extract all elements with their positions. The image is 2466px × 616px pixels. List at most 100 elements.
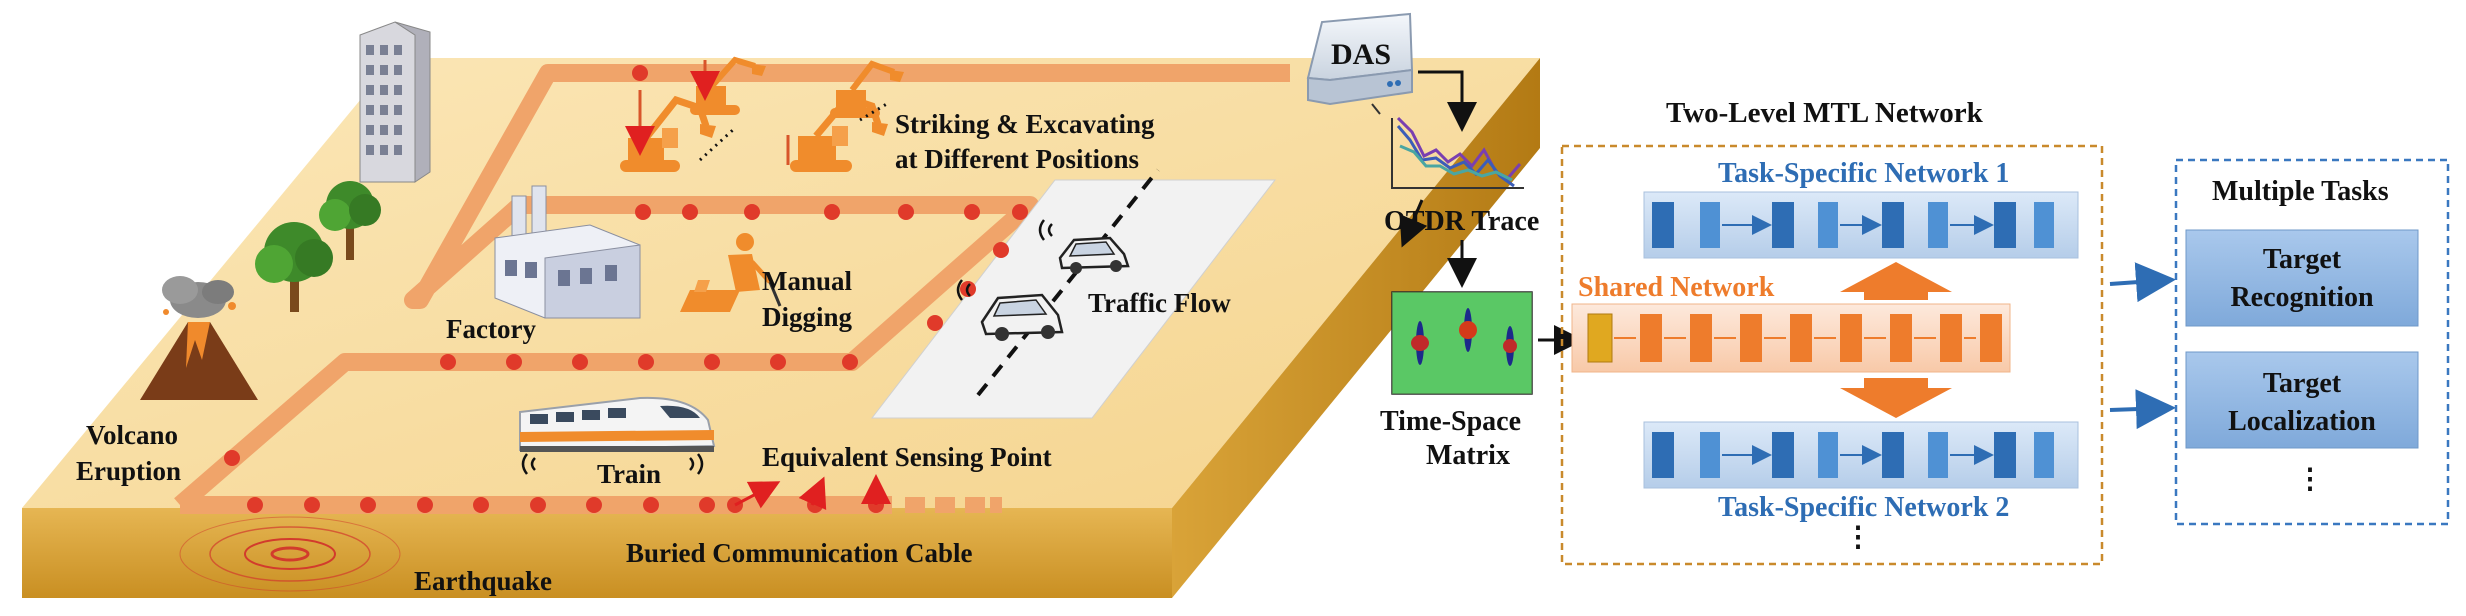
sensing-dot <box>304 497 320 513</box>
tasks-title: Multiple Tasks <box>2212 176 2389 207</box>
sensing-dot <box>506 354 522 370</box>
task2-title: Task-Specific Network 2 <box>1718 492 2009 523</box>
layer-dark <box>1652 202 1674 248</box>
layer-shared <box>1640 314 1662 362</box>
layer-light <box>2034 432 2054 478</box>
sensing-arrow <box>798 476 827 510</box>
layer-light <box>1700 432 1720 478</box>
label-manual-line1: Manual <box>762 266 853 296</box>
matrix-label-line1: Time-Space <box>1380 406 1521 437</box>
cable-dash <box>965 497 985 513</box>
layer-shared <box>1790 314 1812 362</box>
cable-dash <box>990 497 1002 513</box>
shared-to-task2-arrow <box>1840 378 1952 418</box>
sensing-dot <box>927 315 943 331</box>
shared-layers <box>1587 313 2002 363</box>
road <box>870 179 1277 419</box>
sensing-points <box>224 65 1028 513</box>
sensing-dot <box>842 354 858 370</box>
label-volcano-line2: Eruption <box>76 456 181 486</box>
cable-dash <box>905 497 925 513</box>
task-localization-box <box>2185 351 2419 449</box>
layer-light <box>1700 202 1720 248</box>
network-to-task1-arrow <box>2109 262 2176 303</box>
task1-layers <box>1652 202 2054 248</box>
sensing-dot <box>704 354 720 370</box>
shared-title: Shared Network <box>1578 272 1775 303</box>
shared-to-task1-arrow <box>1840 262 1952 300</box>
layer-shared <box>1740 314 1762 362</box>
sensing-dot <box>530 497 546 513</box>
task-recognition-line1: Target <box>2263 244 2342 275</box>
layer-input <box>1587 313 1613 363</box>
sensing-arrows <box>734 474 891 510</box>
network-panel <box>1560 144 2104 566</box>
layer-shared <box>1840 314 1862 362</box>
task-localization-line1: Target <box>2263 368 2342 399</box>
ground-front-face <box>22 508 1172 598</box>
network-vdots: ⋮ <box>1844 522 1872 553</box>
sensing-dot <box>898 204 914 220</box>
matrix-label-line2: Matrix <box>1426 440 1510 471</box>
cable-to-das-line <box>1371 103 1381 115</box>
task-recognition-box <box>2185 229 2419 327</box>
label-traffic-flow: Traffic Flow <box>1088 288 1231 318</box>
layer-dark <box>1772 432 1794 478</box>
train-icon <box>519 396 716 452</box>
tasks-panel <box>2174 158 2450 526</box>
sensing-dot <box>440 354 456 370</box>
excavator-icon <box>620 90 716 172</box>
layer-dark <box>1994 202 2016 248</box>
tree-icon <box>319 181 381 260</box>
layer-shared <box>1890 314 1912 362</box>
task2-layers <box>1652 432 2054 478</box>
manual-digging-icon <box>680 233 782 312</box>
sensing-dot <box>360 497 376 513</box>
factory-icon <box>494 185 641 319</box>
label-train: Train <box>597 459 661 489</box>
label-cable: Buried Communication Cable <box>626 538 973 568</box>
layer-light <box>1818 432 1838 478</box>
layer-dark <box>1994 432 2016 478</box>
layer-light <box>1818 202 1838 248</box>
road-center-line <box>976 168 1160 397</box>
tasks-vdots: ⋮ <box>2296 464 2324 495</box>
sensing-dot <box>635 204 651 220</box>
ground-right-face <box>1172 58 1540 598</box>
layer-dark <box>1652 432 1674 478</box>
otdr-trace-plot <box>1391 116 1524 189</box>
vibration-marks <box>521 219 1053 475</box>
sensing-dot <box>682 204 698 220</box>
layer-light <box>1928 202 1948 248</box>
layer-dark <box>1882 432 1904 478</box>
volcano-icon <box>140 276 258 400</box>
tree-icon <box>255 222 333 312</box>
sensing-dot <box>964 204 980 220</box>
sensing-dot <box>473 497 489 513</box>
time-space-matrix-heatmap <box>1391 291 1533 395</box>
cable-dash <box>935 497 955 513</box>
task-localization-line2: Localization <box>2228 406 2376 437</box>
sensing-dot <box>586 497 602 513</box>
sensing-dot <box>638 354 654 370</box>
label-strike-line1: Striking & Excavating <box>895 109 1155 139</box>
earthquake-icon <box>179 516 401 592</box>
excavator-icon <box>830 60 904 118</box>
cable-dashes <box>905 497 1002 513</box>
sensing-dot <box>824 204 840 220</box>
sensing-dot <box>247 497 263 513</box>
sensing-dot <box>770 354 786 370</box>
sensing-dot <box>632 65 648 81</box>
car-icon <box>980 293 1064 341</box>
sensing-dot <box>643 497 659 513</box>
car-icon <box>1058 236 1130 274</box>
task-recognition-line2: Recognition <box>2230 282 2374 313</box>
sensing-dot <box>699 497 715 513</box>
label-volcano-line1: Volcano <box>86 420 178 450</box>
sensing-arrow <box>734 481 781 509</box>
sensing-dot <box>1012 204 1028 220</box>
layer-shared <box>1690 314 1712 362</box>
network-to-task2-arrow <box>2109 389 2176 430</box>
excavator-icon <box>690 56 766 115</box>
